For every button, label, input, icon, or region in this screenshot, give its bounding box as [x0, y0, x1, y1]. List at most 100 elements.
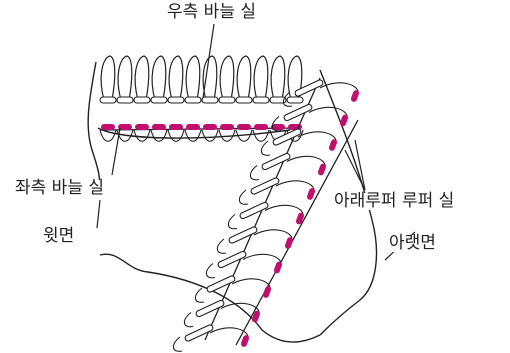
horizontal-stitch — [150, 55, 168, 142]
thread-bar — [167, 96, 185, 104]
thread-bar — [150, 96, 168, 104]
needle-stitch — [220, 124, 234, 130]
needle-stitch — [203, 124, 217, 130]
horizontal-stitch — [269, 55, 287, 142]
looper-loop — [308, 106, 348, 119]
looper-loop — [231, 278, 271, 291]
top-side-label: 윗면 — [42, 226, 76, 246]
needle-stitch — [271, 124, 285, 130]
upper-loop — [219, 55, 235, 101]
thread-bar — [239, 201, 269, 220]
diagonal-stitch — [260, 128, 338, 156]
upper-loop — [117, 55, 133, 101]
upper-loop — [236, 55, 252, 101]
needle-stitch — [328, 139, 338, 151]
upper-loop — [151, 55, 167, 101]
lower-loop — [183, 312, 194, 328]
diagonal-stitch — [172, 324, 250, 352]
lower-loop — [167, 129, 185, 142]
lower-loop — [150, 129, 168, 142]
horizontal-stitch — [133, 55, 151, 142]
horizontal-stitch — [201, 55, 219, 142]
diagonal-stitch — [271, 103, 349, 132]
needle-stitch — [169, 124, 183, 130]
needle-stitch — [186, 124, 200, 130]
lower-loop — [194, 287, 205, 303]
lower-loop — [271, 116, 282, 132]
horizontal-stitch — [286, 55, 304, 142]
needle-stitch — [237, 124, 251, 130]
diagonal-stitch — [227, 201, 305, 230]
looper-thread-label: 아래루퍼 루퍼 실 — [333, 191, 456, 211]
needle-stitch — [254, 124, 268, 130]
lower-loop — [116, 129, 134, 142]
fabric-top-edge-lower — [97, 127, 291, 139]
lower-loop — [235, 129, 253, 142]
fabric-right-edge — [319, 69, 378, 336]
thread-bar — [286, 96, 304, 104]
diagonal-stitch-band — [172, 77, 360, 352]
thread-bar — [195, 299, 225, 318]
looper-loop — [286, 155, 326, 168]
thread-bar — [201, 96, 219, 104]
thread-bar — [184, 96, 202, 104]
left-needle-thread-label: 좌측 바늘 실 — [14, 178, 106, 198]
upper-loop — [270, 55, 286, 101]
needle-stitch — [262, 286, 272, 298]
lower-loop — [227, 214, 238, 230]
thread-bar — [272, 128, 302, 146]
needle-stitch — [295, 212, 305, 225]
thread-bar — [235, 96, 253, 104]
thread-bar — [228, 226, 258, 244]
looper-leader — [344, 139, 366, 191]
lower-loop — [216, 238, 227, 254]
needle-stitch — [306, 188, 316, 200]
lower-loop — [201, 129, 219, 142]
left-needle-leader — [111, 127, 121, 176]
looper-loop — [297, 131, 337, 144]
diagonal-stitch — [238, 177, 316, 205]
thread-bar — [294, 79, 324, 97]
thread-bar — [261, 152, 291, 171]
thread-bar — [250, 177, 280, 195]
thread-bar — [283, 103, 313, 122]
right-needle-leader — [202, 23, 215, 99]
looper-loop — [264, 204, 304, 217]
thread-bar — [218, 96, 236, 104]
horizontal-stitch — [218, 55, 236, 142]
needle-stitch — [350, 90, 360, 102]
looper-loop — [253, 229, 293, 242]
needle-stitch — [284, 237, 294, 249]
thread-bar — [133, 96, 151, 104]
needle-stitch — [273, 261, 283, 274]
thread-bar — [99, 96, 117, 104]
lower-loop — [133, 129, 151, 142]
lower-loop — [260, 140, 271, 156]
thread-bar — [206, 275, 236, 293]
needle-stitch — [240, 335, 250, 347]
lower-loop — [218, 129, 236, 142]
top-side-leader — [96, 199, 101, 229]
horizontal-stitch — [235, 55, 253, 142]
needle-stitch — [339, 114, 349, 127]
lower-loop — [282, 91, 293, 107]
thread-bar — [184, 324, 214, 342]
upper-loop — [253, 55, 269, 101]
needle-stitch — [251, 310, 261, 323]
needle-stitch — [101, 124, 115, 130]
horizontal-stitch — [184, 55, 202, 142]
bottom-side-label: 아랫면 — [388, 233, 437, 253]
needle-stitch — [317, 163, 327, 176]
thread-bar — [252, 96, 270, 104]
diagonal-stitch — [282, 79, 360, 107]
horizontal-stitch — [116, 55, 134, 142]
diagonal-stitch — [183, 299, 261, 328]
thread-bar — [217, 250, 247, 269]
upper-loop — [202, 55, 218, 101]
lower-loop — [99, 129, 117, 142]
upper-loop — [168, 55, 184, 101]
lower-loop — [249, 165, 260, 181]
fabric-bottom-curve — [99, 253, 321, 343]
upper-loop — [287, 55, 303, 101]
